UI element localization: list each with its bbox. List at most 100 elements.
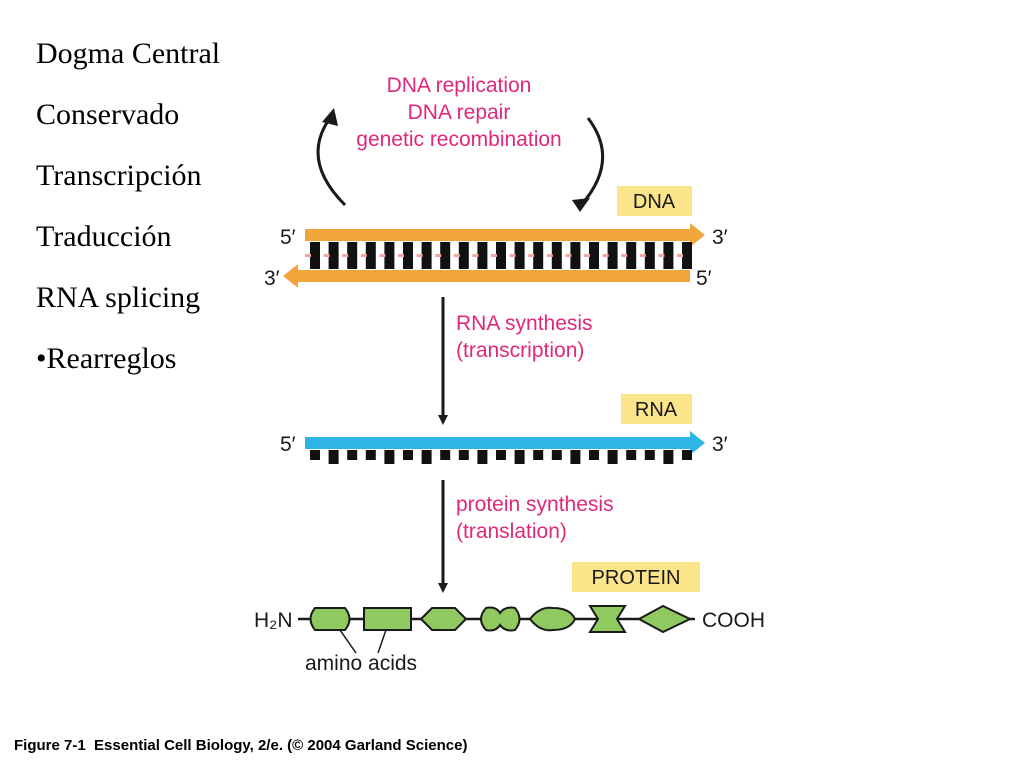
hydrogen-bond: [342, 254, 349, 257]
hydrogen-bond: [472, 254, 479, 257]
hydrogen-bond: [584, 254, 590, 257]
hydrogen-bond: [509, 254, 516, 257]
rna-base: [682, 450, 692, 460]
topic-item: •Rearreglos: [36, 342, 177, 375]
protein-label-box: [572, 562, 700, 592]
hydrogen-bond: [453, 254, 460, 257]
dna-base-pair: [570, 242, 581, 269]
rna-label: RNA: [635, 399, 678, 421]
hydrogen-bond: [528, 254, 535, 257]
dna-base-pair: [607, 242, 618, 269]
rna-base: [403, 450, 413, 460]
rna-base: [440, 450, 451, 460]
transcription-label: (transcription): [456, 339, 584, 362]
dna-base-pair: [403, 242, 413, 269]
dna-base-pair: [328, 242, 339, 269]
cooh-label: COOH: [702, 609, 765, 632]
dna-base-pair: [626, 242, 637, 269]
topic-item: Transcripción: [36, 159, 202, 192]
rna-base: [365, 450, 376, 460]
rna-base: [514, 450, 525, 464]
rna-base: [347, 450, 358, 460]
dna-base-pair: [589, 242, 599, 269]
repair-label: DNA repair: [408, 101, 511, 124]
translation-label: (translation): [456, 520, 567, 543]
dna-base-pair: [514, 242, 525, 269]
amino-acid: [528, 606, 577, 632]
hydrogen-bond: [398, 254, 404, 257]
hydrogen-bond: [546, 254, 553, 257]
dna-base-pair: [496, 242, 506, 269]
dna-base-pair: [365, 242, 376, 269]
rna-base: [533, 450, 544, 460]
amino-acid: [309, 607, 351, 631]
topic-item: Traducción: [36, 220, 172, 253]
dna-base-pair: [384, 242, 395, 269]
rna-bases: [310, 450, 692, 464]
topic-list: Dogma Central Conservado Transcripción T…: [36, 34, 220, 400]
left-curved-arrow: [316, 117, 347, 207]
dna-top-5prime: 5′: [280, 226, 296, 249]
dna-base-pair: [663, 242, 674, 269]
amino-acid: [636, 604, 693, 634]
hydrogen-bond: [416, 254, 423, 257]
amino-acid: [419, 607, 468, 631]
replication-label: DNA replication: [387, 74, 532, 97]
topic-item: RNA splicing: [36, 281, 201, 314]
dna-top-strand: [305, 223, 705, 247]
right-curved-arrowhead: [572, 198, 590, 212]
hydrogen-bond: [639, 254, 646, 257]
figure-caption: Figure 7-1 Essential Cell Biology, 2/e. …: [14, 737, 467, 754]
topic-item: Conservado: [36, 98, 180, 131]
rna-base: [570, 450, 581, 464]
dna-base-pair: [533, 242, 544, 269]
figure-source: Essential Cell Biology, 2/e. (© 2004 Gar…: [94, 737, 468, 754]
hydrogen-bond: [658, 254, 665, 257]
amino-acid-pointer: [377, 629, 387, 654]
amino-acid: [588, 605, 627, 633]
hydrogen-bond: [677, 254, 683, 257]
dna-label: DNA: [633, 191, 676, 213]
topic-item: Dogma Central: [36, 37, 221, 70]
hydrogen-bond: [305, 254, 311, 257]
figure-number: Figure 7-1: [14, 737, 86, 754]
dna-top-3prime: 3′: [712, 226, 728, 249]
rna-base: [663, 450, 674, 464]
rna-base: [328, 450, 339, 464]
rna-3prime: 3′: [712, 433, 728, 456]
hydrogen-bond: [602, 254, 609, 257]
hydrogen-bond: [360, 254, 367, 257]
dna-base-pair: [644, 242, 655, 269]
dna-bottom-3prime: 3′: [264, 267, 280, 290]
rna-base: [458, 450, 469, 460]
rna-base: [310, 450, 320, 460]
rna-synthesis-label: RNA synthesis: [456, 312, 593, 335]
rna-5prime: 5′: [280, 433, 296, 456]
dna-bottom-5prime: 5′: [696, 267, 712, 290]
h2n-label: H₂N: [254, 609, 292, 632]
rna-base: [644, 450, 655, 460]
amino-acid: [480, 606, 521, 632]
dna-base-pair: [347, 242, 358, 269]
dna-base-pair: [440, 242, 451, 269]
dna-bottom-strand: [283, 264, 690, 288]
hydrogen-bond: [379, 254, 386, 257]
amino-acid-pointer: [339, 629, 357, 654]
dna-base-pair: [682, 242, 692, 269]
protein-synthesis-label: protein synthesis: [456, 493, 614, 516]
dna-base-pair: [310, 242, 320, 269]
rna-base: [551, 450, 562, 460]
rna-base: [384, 450, 395, 464]
rna-label-box: [621, 394, 692, 424]
rna-base: [421, 450, 432, 464]
recombination-label: genetic recombination: [356, 128, 561, 151]
rna-base: [496, 450, 506, 460]
rna-base: [626, 450, 637, 460]
rna-base: [477, 450, 488, 464]
left-curved-arrowhead: [322, 108, 338, 126]
rna-base: [607, 450, 618, 464]
hydrogen-bond: [435, 254, 442, 257]
dna-label-box: [617, 186, 692, 216]
dna-base-pair: [421, 242, 432, 269]
